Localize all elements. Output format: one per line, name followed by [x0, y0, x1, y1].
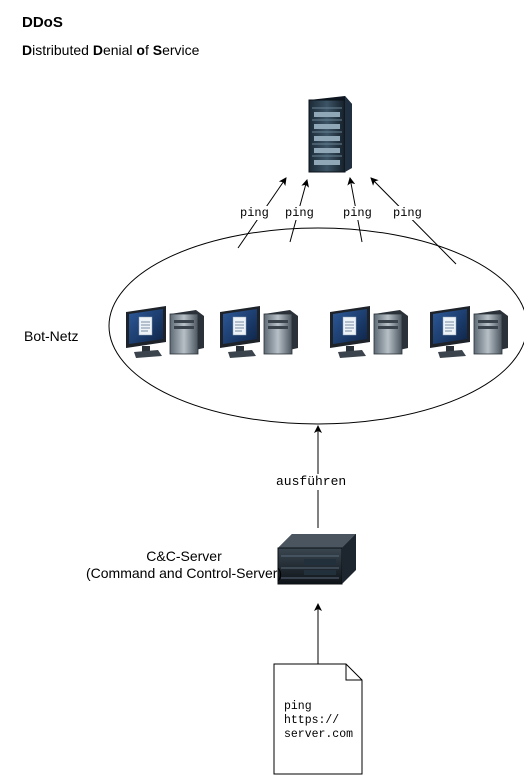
- botnet-label: Bot-Netz: [24, 328, 79, 344]
- subtitle-part: enial: [102, 42, 137, 58]
- rack-server-icon: [277, 534, 356, 585]
- desktop-computer-icon: [126, 306, 204, 358]
- subtitle-part: ervice: [162, 42, 200, 58]
- document-icon: [273, 663, 363, 775]
- cc-server-label-line1: C&C-Server: [146, 548, 222, 564]
- document-text: ping https:// server.com: [284, 700, 354, 741]
- page-subtitle: Distributed Denial of Service: [22, 42, 199, 58]
- subtitle-part: D: [22, 42, 33, 58]
- subtitle-part: D: [92, 42, 103, 58]
- ping-arrows: [237, 177, 457, 265]
- cc-server-label-line2: (Command and Control-Server): [86, 565, 283, 581]
- subtitle-part: S: [152, 42, 163, 58]
- ping-arrow-4: [370, 177, 457, 265]
- subtitle-part: o: [136, 42, 145, 58]
- desktop-computer-icon: [330, 306, 408, 358]
- ping-label-4: ping: [393, 206, 422, 220]
- subtitle-part: istributed: [32, 42, 93, 58]
- execute-label: ausführen: [276, 474, 347, 489]
- ping-label-2: ping: [285, 206, 314, 220]
- desktop-computer-icon: [220, 306, 298, 358]
- ping-label-3: ping: [343, 206, 372, 220]
- botnet-ellipse: [108, 227, 524, 425]
- cc-server-label: C&C-Server (Command and Control-Server): [86, 548, 282, 582]
- page-title: DDoS: [22, 14, 63, 31]
- ping-label-1: ping: [240, 206, 269, 220]
- desktop-computer-icon: [430, 306, 508, 358]
- server-rack-icon: [308, 96, 352, 173]
- subtitle-part: f: [144, 42, 153, 58]
